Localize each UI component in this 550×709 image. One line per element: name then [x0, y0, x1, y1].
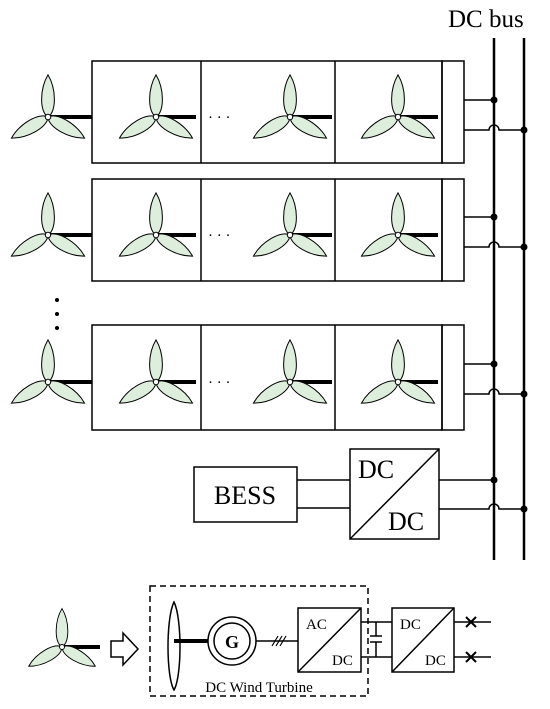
dc-wind-turbine-dashed-box — [149, 585, 369, 697]
dc-wind-turbine-legend: G AC DC DC DC — [25, 585, 491, 697]
dcdc2-converter-box — [391, 607, 455, 673]
generator-label: G — [225, 632, 239, 652]
ellipsis: · · · — [208, 228, 231, 244]
wind-turbine-icon — [115, 74, 197, 145]
dc-bus-label: DC bus — [448, 6, 524, 33]
wind-turbine-icon — [7, 192, 89, 263]
wind-turbine-icon — [25, 608, 99, 672]
wind-turbine-icon — [357, 339, 439, 410]
vertical-ellipsis — [55, 298, 59, 330]
dcdc-converter-top-label: DC — [358, 455, 394, 484]
turbine-row-3: · · · — [7, 324, 528, 431]
ellipsis: · · · — [208, 375, 231, 391]
turbine-row-1: · · · — [7, 60, 528, 164]
dc-bus-lines — [492, 38, 526, 560]
wind-turbine-icon — [249, 74, 331, 145]
ellipsis: · · · — [208, 110, 231, 126]
wind-turbine-icon — [249, 339, 331, 410]
dcdc2-converter-top-label: DC — [400, 617, 421, 633]
dcdc-converter-bottom-label: DC — [388, 507, 424, 536]
row-2-connector-box — [441, 178, 465, 282]
row-1-enclosure — [91, 60, 443, 164]
dc-wind-turbine-caption: DC Wind Turbine — [205, 680, 313, 696]
row-3-enclosure — [91, 324, 443, 431]
row-3-connector-box — [441, 324, 465, 431]
row-1-connector-box — [441, 60, 465, 164]
wind-turbine-icon — [7, 74, 89, 145]
acdc-converter-box — [297, 607, 362, 673]
wind-turbine-icon — [115, 192, 197, 263]
side-turbine-icon — [167, 600, 181, 692]
acdc-converter-top-label: AC — [306, 617, 327, 633]
wind-turbine-icon — [357, 192, 439, 263]
bess-label: BESS — [214, 481, 276, 510]
hollow-arrow-icon — [110, 631, 140, 667]
dcdc2-converter-bottom-label: DC — [425, 653, 446, 669]
dcdc-converter-box — [349, 448, 440, 540]
wind-turbine-icon — [7, 339, 89, 410]
row-2-enclosure — [91, 178, 443, 282]
capacitor-icon — [370, 622, 382, 657]
wind-turbine-icon — [357, 74, 439, 145]
breaker-x-icon — [465, 651, 477, 663]
wind-turbine-icon — [115, 339, 197, 410]
bess-box — [193, 466, 298, 523]
breaker-x-icon — [465, 616, 477, 628]
bess-block: BESS DC DC — [193, 448, 528, 540]
acdc-converter-bottom-label: DC — [332, 653, 353, 669]
turbine-row-2: · · · — [7, 178, 528, 282]
wind-turbine-icon — [249, 192, 331, 263]
